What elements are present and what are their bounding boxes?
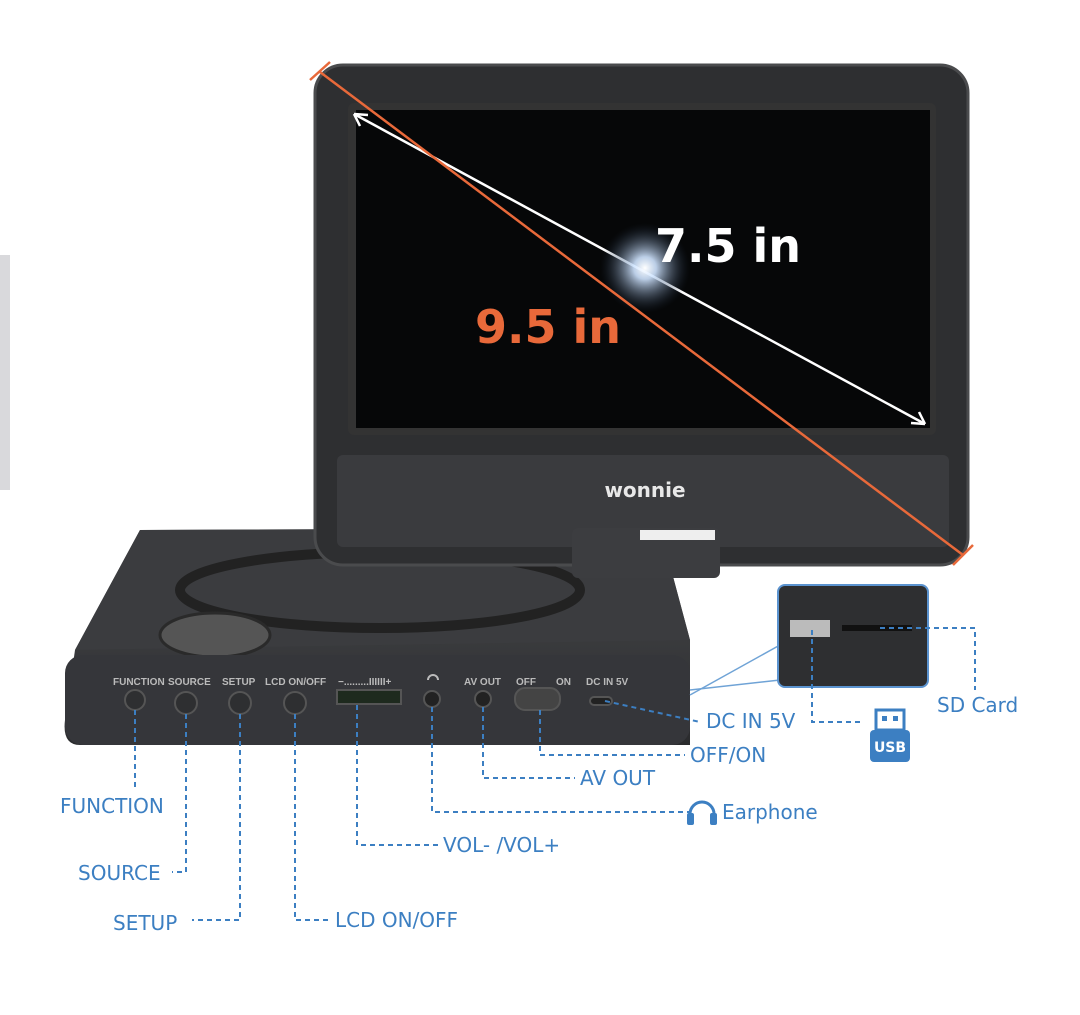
headphone-icon <box>687 800 717 825</box>
callout-av-out: AV OUT <box>580 766 656 790</box>
function-button[interactable] <box>124 689 146 711</box>
usb-port[interactable] <box>790 620 830 637</box>
earphone-jack[interactable] <box>423 690 441 708</box>
dc-in-port[interactable] <box>589 696 613 706</box>
source-button[interactable] <box>174 691 198 715</box>
panel-label-function: FUNCTION <box>113 677 165 688</box>
setup-button[interactable] <box>228 691 252 715</box>
callout-function: FUNCTION <box>60 794 164 818</box>
dpad-icon[interactable] <box>158 611 272 659</box>
callout-lines <box>134 627 976 921</box>
sd-slot[interactable] <box>842 625 912 631</box>
power-switch[interactable] <box>514 687 561 711</box>
panel-headphone-icon <box>427 674 439 681</box>
overall-size-label: 9.5 in <box>475 300 621 354</box>
callout-earphone: Earphone <box>722 800 818 824</box>
hinge <box>572 528 720 578</box>
panel-label-off: OFF <box>516 677 536 688</box>
side-scroll-tab[interactable] <box>0 255 10 490</box>
panel-label-on: ON <box>556 677 571 688</box>
panel-label-av-out: AV OUT <box>464 677 501 688</box>
av-out-jack[interactable] <box>474 690 492 708</box>
side-port-inset <box>689 584 929 696</box>
overall-diagonal-line <box>319 71 964 556</box>
callout-sd-card: SD Card <box>937 693 1018 717</box>
volume-wheel[interactable] <box>336 689 402 705</box>
lcd-button[interactable] <box>283 691 307 715</box>
glow <box>600 223 690 313</box>
callout-dc-in: DC IN 5V <box>706 709 796 733</box>
screen-size-label: 7.5 in <box>655 219 801 273</box>
panel-label-dc-in: DC IN 5V <box>586 677 629 688</box>
panel-label-setup: SETUP <box>222 677 256 688</box>
svg-text:USB: USB <box>874 740 906 756</box>
callout-source: SOURCE <box>78 861 161 885</box>
callout-lcd: LCD ON/OFF <box>335 908 458 932</box>
callout-off-on: OFF/ON <box>690 743 766 767</box>
usb-icon: USB <box>870 708 910 762</box>
panel-label-lcd: LCD ON/OFF <box>265 677 326 688</box>
speaker-grille <box>337 455 949 547</box>
callout-setup: SETUP <box>113 911 177 935</box>
callout-volume: VOL- /VOL+ <box>443 833 560 857</box>
brand-logo: wonnie <box>604 478 685 502</box>
panel-label-volume: −.........IIIIII+ <box>338 677 392 688</box>
panel-label-source: SOURCE <box>168 677 211 688</box>
